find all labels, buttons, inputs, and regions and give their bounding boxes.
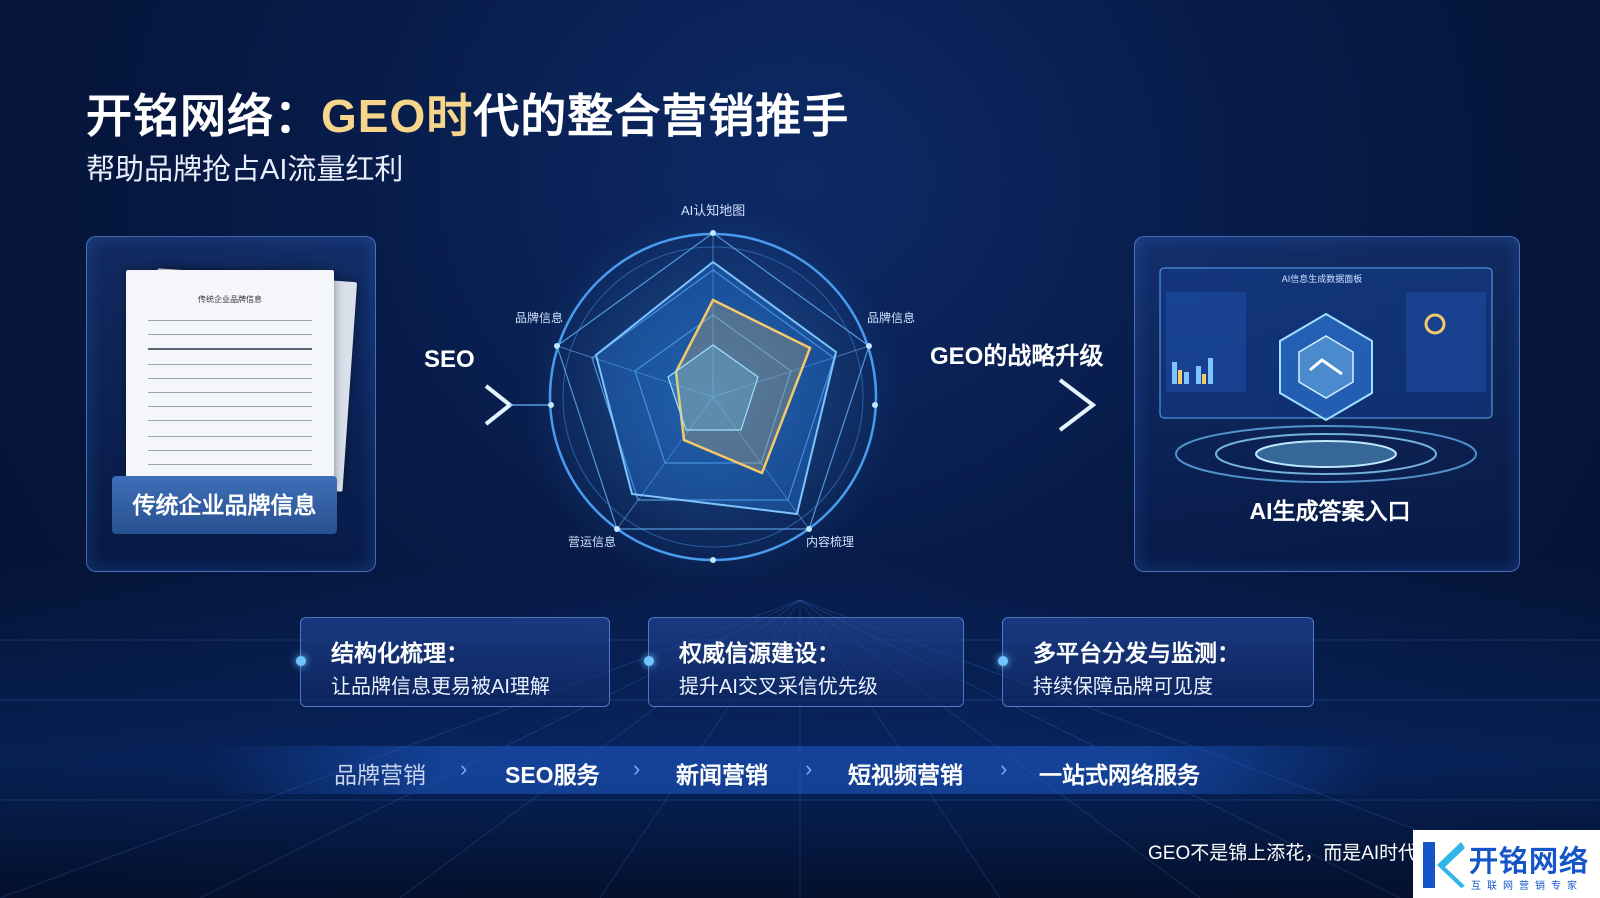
page-title: 开铭网络：GEO时代的整合营销推手 [86, 90, 850, 142]
service-short-video: 短视频营销 [848, 762, 963, 788]
ai-answer-label: AI生成答案入口 [1249, 498, 1411, 524]
background-floor [0, 560, 1600, 898]
logo-name: 开铭网络 [1469, 846, 1590, 878]
card-structured: 结构化梳理： 让品牌信息更易被AI理解 [296, 617, 610, 707]
chevron-right-icon: › [460, 756, 468, 781]
service-news-marketing: 新闻营销 [676, 762, 768, 788]
title-highlight: GEO时 [321, 90, 474, 142]
document-title: 传统企业品牌信息 [198, 295, 262, 304]
traditional-brand-label: 传统企业品牌信息 [112, 476, 337, 534]
card-body: 持续保障品牌可见度 [1033, 676, 1213, 698]
radar-label-upper-left: 品牌信息 [515, 311, 564, 325]
service-brand-marketing: 品牌营销 [334, 762, 426, 788]
logo-tagline: 互联网营销专家 [1471, 881, 1583, 892]
dashboard-title: AI信息生成数据面板 [1281, 274, 1363, 284]
logo-k-icon [1423, 842, 1465, 888]
card-distribution: 多平台分发与监测： 持续保障品牌可见度 [998, 617, 1314, 707]
chevron-right-icon: › [633, 756, 641, 781]
geo-upgrade-label: GEO的战略升级 [930, 343, 1104, 370]
radar-label-top: AI认知地图 [681, 203, 746, 218]
page-subtitle: 帮助品牌抢占AI流量红利 [86, 154, 404, 186]
card-body: 让品牌信息更易被AI理解 [331, 676, 550, 698]
service-seo: SEO服务 [505, 762, 600, 788]
chevron-right-icon: › [1000, 756, 1008, 781]
document-paper: 传统企业品牌信息 [126, 270, 334, 488]
seo-arrow-label: SEO [424, 346, 475, 373]
card-title: 结构化梳理： [331, 640, 469, 666]
card-dot [644, 656, 654, 666]
service-bar [210, 746, 1380, 794]
card-body: 提升AI交叉采信优先级 [679, 676, 878, 698]
card-title: 权威信源建设： [679, 640, 840, 666]
card-authority: 权威信源建设： 提升AI交叉采信优先级 [644, 617, 964, 707]
radar-label-upper-right: 品牌信息 [867, 311, 916, 325]
radar-label-lower-left: 营运信息 [568, 535, 617, 549]
card-dot [296, 656, 306, 666]
ai-dashboard-screen [1159, 267, 1493, 483]
brand-logo: 开铭网络 互联网营销专家 [1413, 830, 1600, 898]
card-title: 多平台分发与监测： [1033, 640, 1240, 666]
service-one-stop: 一站式网络服务 [1039, 762, 1200, 788]
footer-note: GEO不是锦上添花，而是AI时代 [1148, 843, 1418, 864]
radar-label-lower-right: 内容梳理 [806, 535, 855, 549]
card-dot [998, 656, 1008, 666]
chevron-right-icon: › [805, 756, 813, 781]
